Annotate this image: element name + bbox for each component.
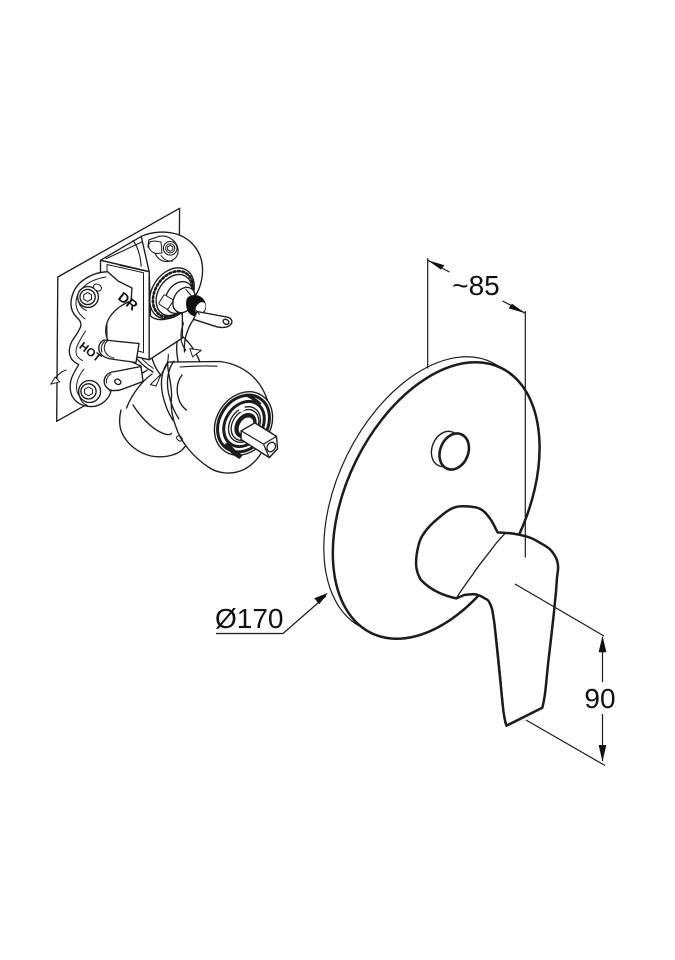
svg-text:Ø170: Ø170 <box>215 603 284 634</box>
svg-text:~85: ~85 <box>452 270 500 301</box>
svg-text:90: 90 <box>584 683 615 714</box>
